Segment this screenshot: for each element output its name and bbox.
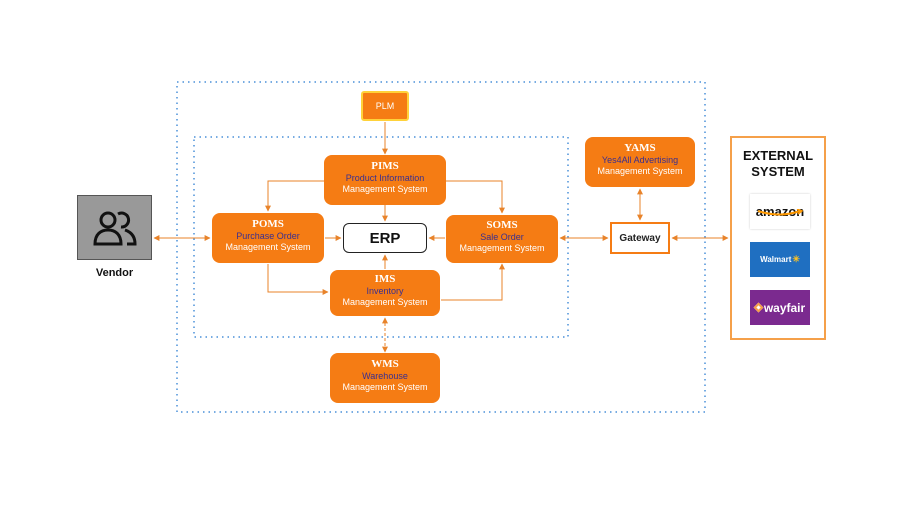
ims-mgmt: Management System — [342, 296, 428, 307]
external-system-panel: EXTERNAL SYSTEM amazon Walmart ✳ wayfair — [730, 136, 826, 340]
poms-subtitle: Purchase Order — [236, 231, 300, 242]
yams-mgmt: Management System — [597, 165, 683, 176]
walmart-logo-text: Walmart — [760, 255, 792, 264]
gateway-node: Gateway — [610, 222, 670, 254]
yams-subtitle: Yes4All Advertising — [601, 155, 679, 166]
poms-node: POMS Purchase Order Management System — [212, 213, 324, 263]
vendor-node: Vendor — [77, 195, 152, 283]
wms-mgmt: Management System — [342, 381, 428, 392]
yams-node: YAMS Yes4All Advertising Management Syst… — [585, 137, 695, 187]
vendor-label: Vendor — [95, 267, 134, 279]
poms-mgmt: Management System — [225, 241, 311, 252]
pims-subtitle: Product Information — [345, 173, 425, 184]
outer-boundary — [176, 81, 706, 413]
walmart-logo: Walmart ✳ — [750, 242, 810, 277]
pims-to-poms-arrow — [265, 180, 324, 212]
external-system-title: EXTERNAL SYSTEM — [742, 148, 814, 180]
pims-node: PIMS Product Information Management Syst… — [324, 155, 446, 205]
wms-title: WMS — [371, 358, 399, 370]
yams-title: YAMS — [624, 142, 656, 154]
soms-mgmt: Management System — [459, 242, 545, 253]
wayfair-logo: wayfair — [750, 290, 810, 325]
ims-title: IMS — [374, 273, 396, 285]
erp-node: ERP — [343, 223, 427, 253]
soms-title: SOMS — [486, 219, 518, 231]
amazon-smile-icon — [757, 209, 804, 216]
wayfair-logo-text: wayfair — [763, 300, 806, 315]
soms-subtitle: Sale Order — [480, 232, 524, 243]
soms-node: SOMS Sale Order Management System — [446, 215, 558, 263]
ims-subtitle: Inventory — [366, 286, 404, 297]
ims-node: IMS Inventory Management System — [330, 270, 440, 316]
wms-subtitle: Warehouse — [362, 371, 408, 382]
pims-mgmt: Management System — [342, 183, 428, 194]
amazon-logo-text: amazon — [755, 204, 805, 219]
wayfair-mark-icon — [753, 302, 764, 313]
plm-node: PLM — [361, 91, 409, 121]
pims-title: PIMS — [371, 160, 399, 172]
walmart-spark-icon: ✳ — [792, 254, 800, 264]
poms-title: POMS — [252, 218, 284, 230]
pims-to-soms-arrow — [446, 180, 505, 214]
gateway-label: Gateway — [619, 232, 661, 244]
wms-node: WMS Warehouse Management System — [330, 353, 440, 403]
amazon-logo: amazon — [750, 194, 810, 229]
users-icon — [77, 195, 152, 260]
erp-label: ERP — [369, 229, 401, 247]
poms-to-ims-arrow — [267, 264, 329, 295]
ims-to-soms-arrow — [441, 263, 505, 301]
plm-label: PLM — [375, 100, 395, 111]
